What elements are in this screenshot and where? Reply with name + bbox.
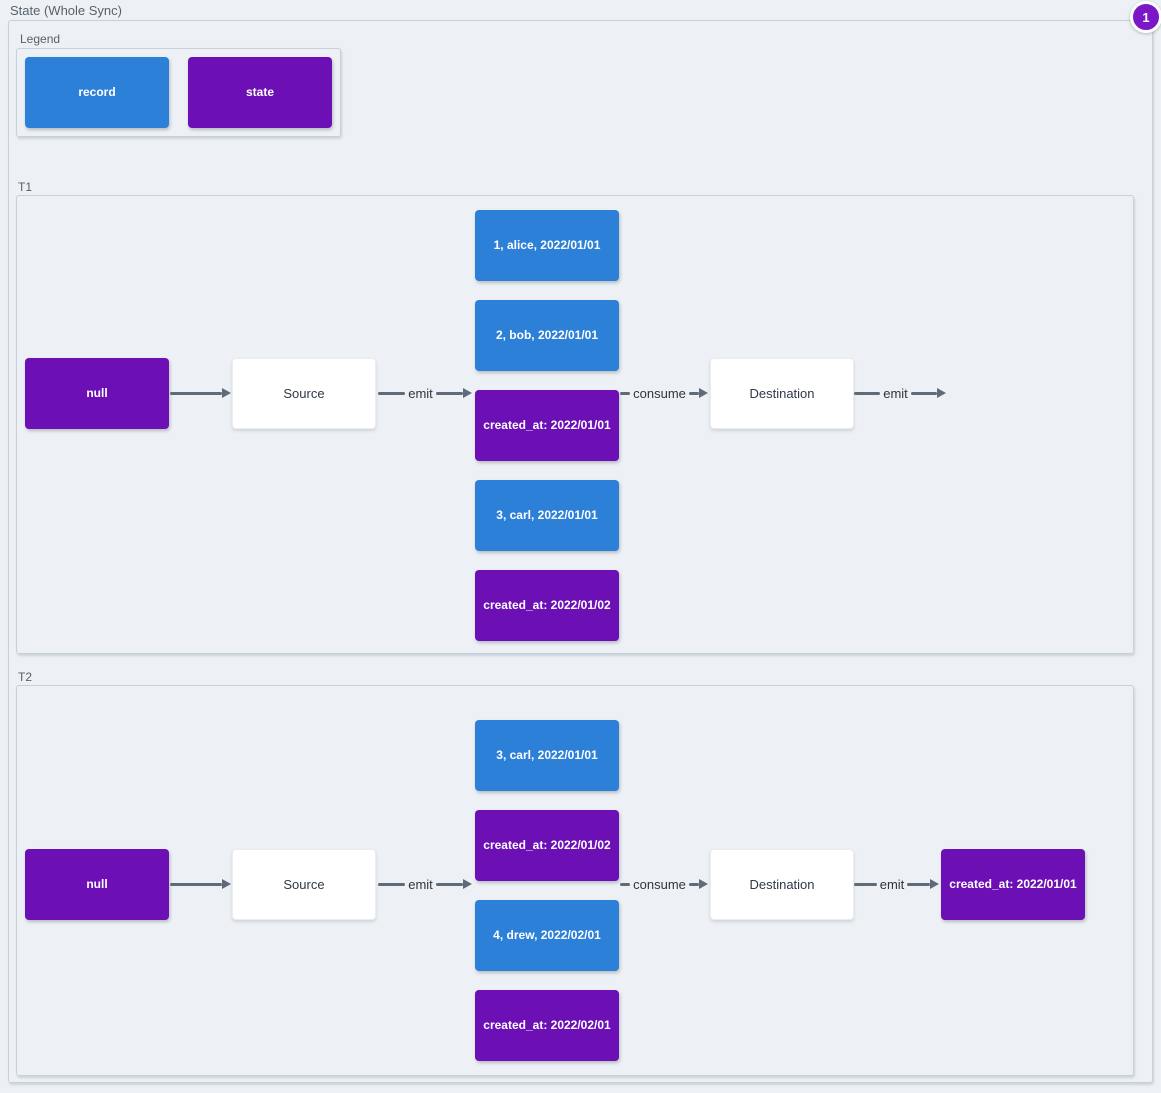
edge-label: emit: [408, 876, 433, 892]
arrowhead-icon: [222, 879, 231, 889]
t1-edge-emit-out: emit: [854, 383, 946, 403]
t2-node-null: null: [25, 849, 169, 920]
t1-stack-item-3: created_at: 2022/01/01: [475, 390, 619, 461]
t2-container: [16, 685, 1134, 1076]
page-title: State (Whole Sync): [10, 3, 122, 18]
t2-stack-item-3: 4, drew, 2022/02/01: [475, 900, 619, 971]
t2-node-source: Source: [232, 849, 376, 920]
t1-stack-item-2: 2, bob, 2022/01/01: [475, 300, 619, 371]
t1-stack-item-1: 1, alice, 2022/01/01: [475, 210, 619, 281]
edge-line: [170, 882, 222, 886]
edge-line: [854, 882, 877, 886]
edge-line: [170, 391, 222, 395]
edge-label: consume: [633, 876, 686, 892]
whole-sync-container: [8, 20, 1153, 1083]
edge-label: emit: [883, 385, 908, 401]
t2-node-emitted-state: created_at: 2022/01/01: [941, 849, 1085, 920]
edge-line: [688, 882, 699, 886]
t1-stack-item-5: created_at: 2022/01/02: [475, 570, 619, 641]
arrowhead-icon: [463, 388, 472, 398]
edge-line: [854, 391, 881, 395]
t1-title: T1: [18, 180, 33, 194]
legend-container: [16, 48, 341, 137]
t2-stack-item-1: 3, carl, 2022/01/01: [475, 720, 619, 791]
edge-line: [435, 391, 463, 395]
arrowhead-icon: [930, 879, 939, 889]
t1-stack-item-4: 3, carl, 2022/01/01: [475, 480, 619, 551]
t1-node-null: null: [25, 358, 169, 429]
edge-line: [620, 391, 631, 395]
t2-edge-emit-out: emit: [854, 874, 939, 894]
t2-node-destination: Destination: [710, 849, 854, 920]
edge-label: emit: [408, 385, 433, 401]
edge-line: [435, 882, 463, 886]
legend-record-swatch: record: [25, 57, 169, 128]
arrowhead-icon: [937, 388, 946, 398]
t2-edge-emit-in: emit: [378, 874, 472, 894]
edge-line: [620, 882, 631, 886]
t1-node-destination: Destination: [710, 358, 854, 429]
t1-edge-emit-in: emit: [378, 383, 472, 403]
t1-container: [16, 195, 1134, 654]
edge-line: [378, 391, 406, 395]
edge-line: [907, 882, 930, 886]
edge-line: [910, 391, 937, 395]
t2-stack-item-2: created_at: 2022/01/02: [475, 810, 619, 881]
t2-edge-null-source: [170, 874, 231, 894]
t2-edge-consume: consume: [620, 874, 708, 894]
t1-edge-consume: consume: [620, 383, 708, 403]
arrowhead-icon: [699, 388, 708, 398]
t2-stack-item-4: created_at: 2022/02/01: [475, 990, 619, 1061]
arrowhead-icon: [699, 879, 708, 889]
edge-label: emit: [879, 876, 905, 892]
annotation-badge-1: 1: [1130, 1, 1161, 33]
t2-title: T2: [18, 670, 33, 684]
arrowhead-icon: [463, 879, 472, 889]
edge-line: [378, 882, 406, 886]
edge-label: consume: [633, 385, 686, 401]
t1-edge-null-source: [170, 383, 231, 403]
legend-state-swatch: state: [188, 57, 332, 128]
arrowhead-icon: [222, 388, 231, 398]
t1-node-source: Source: [232, 358, 376, 429]
legend-title: Legend: [20, 32, 61, 46]
edge-line: [688, 391, 699, 395]
